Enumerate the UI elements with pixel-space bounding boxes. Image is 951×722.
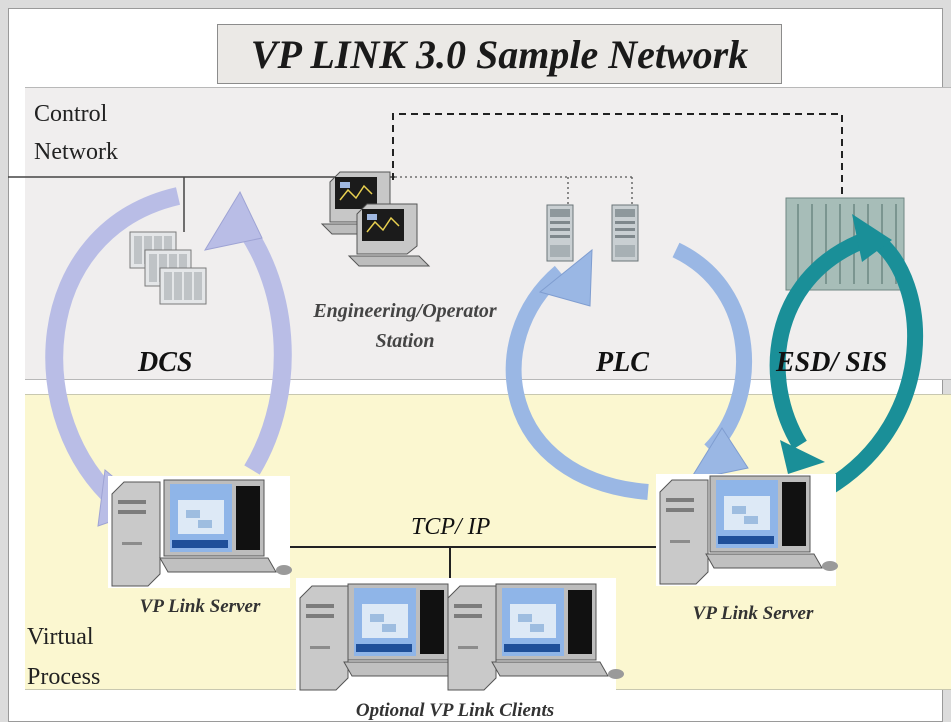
virtual-process-label-line1: Virtual (27, 624, 94, 650)
right-server-label: VP Link Server (692, 603, 814, 624)
dcs-label: DCS (138, 347, 193, 378)
engineering-station-label-line2: Station (375, 330, 435, 352)
engineering-station-icon (321, 171, 430, 267)
virtual-process-label-line2: Process (27, 664, 101, 690)
plc-dotted-link (395, 176, 633, 210)
control-network-label-line1: Control (34, 101, 108, 127)
esd-sis-label: ESD/ SIS (776, 347, 888, 378)
tcp-ip-label: TCP/ IP (411, 514, 491, 540)
esd-dashed-link (392, 113, 843, 200)
optional-clients-icon (296, 578, 625, 696)
plc-down-arrowhead (688, 427, 749, 481)
control-network-label-line2: Network (34, 139, 118, 165)
plc-up-arrow (505, 265, 649, 500)
plc-down-arrow (672, 242, 752, 456)
engineering-station-label-line1: Engineering/Operator (313, 300, 497, 322)
dcs-up-arrowhead (203, 190, 263, 251)
dcs-up-arrow (228, 209, 292, 475)
esd-down-arrow (769, 234, 864, 450)
left-vp-link-server-icon (108, 476, 293, 588)
dcs-controller-icon (129, 231, 207, 305)
esd-up-arrowhead (852, 214, 892, 262)
right-vp-link-server-icon (656, 474, 839, 586)
plc-label: PLC (596, 347, 649, 378)
dcs-down-arrow (45, 187, 181, 512)
esd-up-arrow (823, 233, 923, 495)
left-server-label: VP Link Server (139, 596, 261, 617)
esd-down-arrowhead (780, 440, 825, 474)
diagram-title: VP LINK 3.0 Sample Network (217, 24, 782, 84)
plc-icon (546, 204, 639, 262)
plc-up-arrowhead (538, 248, 593, 307)
clients-label: Optional VP Link Clients (355, 700, 555, 721)
